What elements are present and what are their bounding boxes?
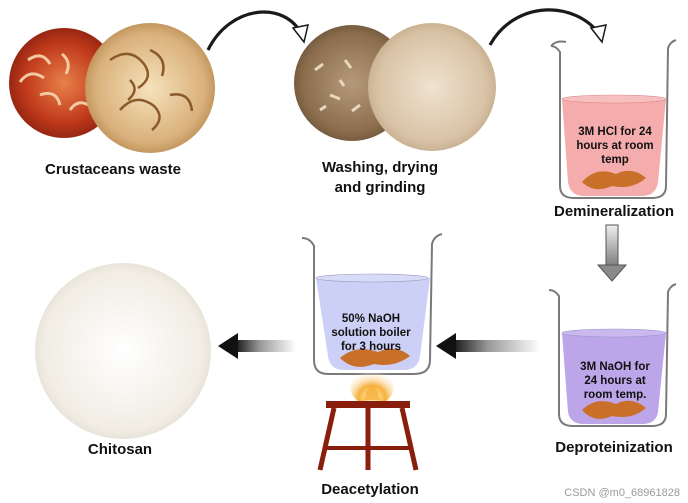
beaker-naoh50-line1: 50% NaOH xyxy=(316,312,426,326)
label-deproteinization: Deproteinization xyxy=(540,438,688,458)
beaker-naoh-3m xyxy=(549,284,676,426)
label-washing: Washing, drying and grinding xyxy=(300,158,460,198)
label-washing-line2: and grinding xyxy=(300,178,460,198)
label-demineralization: Demineralization xyxy=(540,202,688,222)
down-arrow xyxy=(598,225,626,281)
label-deacetylation: Deacetylation xyxy=(300,480,440,500)
beaker-naoh50-line2: solution boiler xyxy=(316,326,426,340)
crustaceans-waste-image xyxy=(9,23,215,153)
ground-shell-image xyxy=(294,23,496,151)
flame-icon xyxy=(350,366,394,406)
beaker-naoh50-line3: for 3 hours xyxy=(316,340,426,354)
left-arrow-2 xyxy=(218,333,296,359)
beaker-hcl xyxy=(551,40,676,198)
label-crustaceans-waste: Crustaceans waste xyxy=(18,160,208,180)
beaker-hcl-line1: 3M HCl for 24 xyxy=(566,125,664,139)
beaker-naoh3m-text: 3M NaOH for 24 hours at room temp. xyxy=(566,360,664,402)
watermark: CSDN @m0_68961828 xyxy=(564,487,680,499)
beaker-hcl-line2: hours at room xyxy=(566,139,664,153)
label-washing-line1: Washing, drying xyxy=(300,158,460,178)
chitosan-image xyxy=(35,263,211,439)
curved-arrow-1 xyxy=(208,12,308,50)
beaker-naoh3m-line1: 3M NaOH for xyxy=(566,360,664,374)
label-chitosan: Chitosan xyxy=(60,440,180,460)
curved-arrow-2 xyxy=(490,10,606,45)
beaker-naoh3m-line2: 24 hours at xyxy=(566,374,664,388)
tripod-stand xyxy=(320,401,416,470)
beaker-naoh3m-line3: room temp. xyxy=(566,388,664,402)
beaker-naoh50-text: 50% NaOH solution boiler for 3 hours xyxy=(316,312,426,354)
beaker-hcl-line3: temp xyxy=(566,153,664,167)
beaker-hcl-text: 3M HCl for 24 hours at room temp xyxy=(566,125,664,167)
left-arrow-1 xyxy=(436,333,540,359)
